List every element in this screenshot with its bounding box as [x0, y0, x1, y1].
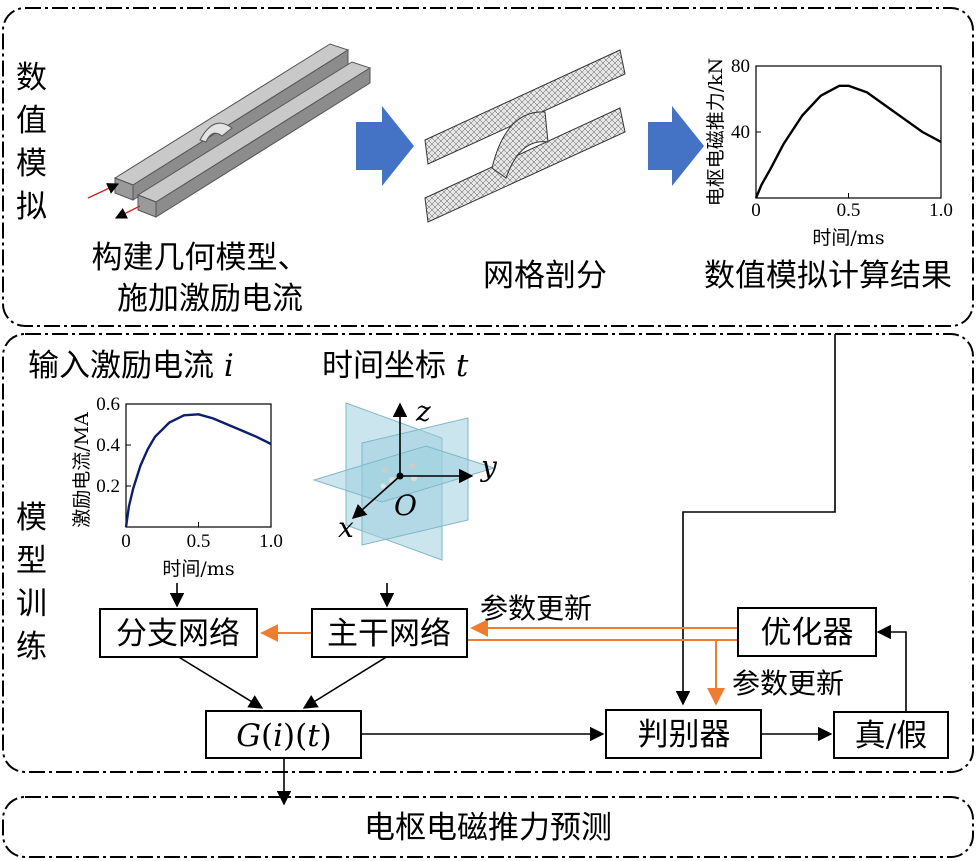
- x-axis-label: 时间/ms: [812, 227, 884, 249]
- optimizer-box: [737, 607, 877, 657]
- x-tick-label: 0.5: [837, 200, 861, 221]
- real-fake-box: [833, 711, 949, 759]
- numerical-section-frame: [2, 7, 974, 327]
- x-tick-label: 0: [751, 200, 761, 221]
- series-line: [124, 413, 272, 528]
- real-fake-label: 真/假: [855, 718, 927, 754]
- branch-network-label: 分支网络: [116, 616, 240, 652]
- current-input-label: 输入激励电流 i: [28, 348, 234, 384]
- svg-text:值: 值: [16, 103, 47, 139]
- svg-text:数: 数: [16, 60, 47, 96]
- current-chart: 0 0.5 1.0 0.2 0.4 0.6 时间/ms 激励电流/MA: [71, 394, 283, 580]
- svg-text:型: 型: [16, 543, 47, 579]
- x-tick-label: 0.5: [187, 531, 211, 552]
- numerical-section-title: 数 值 模 拟: [16, 60, 47, 225]
- svg-text:输入激励电流 i: 输入激励电流 i: [28, 348, 234, 384]
- operator-label: G(i)(t): [236, 718, 332, 754]
- branch-network-box: [99, 608, 258, 658]
- trunk-network-box: [311, 608, 468, 658]
- x-tick-label: 1.0: [929, 200, 953, 221]
- arrow-branch-to-operator: [176, 655, 264, 709]
- operator-box: [205, 710, 362, 759]
- series-line: [754, 84, 942, 199]
- arrow-truth-to-optimizer: [876, 624, 907, 712]
- plot-frame: [125, 403, 272, 528]
- process-arrow-2: [648, 106, 704, 186]
- coordinate-planes-image: [312, 402, 496, 561]
- y-tick-label: 80: [731, 56, 750, 77]
- axis-y-label: y: [479, 450, 498, 483]
- axis-z-label: z: [415, 395, 431, 428]
- y-tick-label: 0.2: [96, 476, 120, 497]
- mesh-caption: 网格剖分: [483, 258, 607, 294]
- process-arrow-1: [356, 106, 414, 186]
- axis-x-label: x: [338, 511, 354, 544]
- svg-text:训: 训: [16, 586, 47, 622]
- y-axis-label: 激励电流/MA: [71, 412, 93, 528]
- x-tick-label: 0: [121, 531, 131, 552]
- svg-text:模: 模: [16, 146, 47, 182]
- x-axis-label: 时间/ms: [162, 558, 234, 580]
- geometry-caption-line1: 构建几何模型、: [92, 240, 309, 276]
- discriminator-label: 判别器: [638, 717, 731, 753]
- geometry-caption-line2: 施加激励电流: [117, 281, 303, 317]
- time-input-label: 时间坐标 t: [322, 348, 469, 384]
- output-section-frame: [2, 796, 974, 858]
- origin-label: O: [394, 489, 417, 522]
- y-tick-label: 0.4: [96, 435, 120, 456]
- training-section-title: 模 型 训 练: [16, 500, 47, 665]
- geometry-model-image: [87, 43, 372, 219]
- arrow-trunk-to-operator: [302, 655, 389, 709]
- update-label-top: 参数更新: [480, 592, 592, 625]
- training-section-frame: [2, 333, 974, 773]
- discriminator-box: [605, 709, 762, 759]
- x-tick-label: 1.0: [259, 531, 283, 552]
- y-tick-label: 40: [731, 122, 750, 143]
- svg-text:时间坐标 t: 时间坐标 t: [322, 348, 469, 384]
- svg-text:拟: 拟: [16, 189, 47, 225]
- y-tick-label: 0.6: [96, 394, 120, 415]
- update-label-right: 参数更新: [732, 667, 844, 700]
- svg-text:练: 练: [16, 629, 47, 665]
- optimizer-label: 优化器: [761, 615, 854, 651]
- force-chart: 0 0.5 1.0 40 80 时间/ms 电枢电磁推力/kN: [705, 56, 953, 249]
- arrow-result-to-discriminator: [675, 334, 836, 706]
- y-axis-label: 电枢电磁推力/kN: [705, 58, 727, 207]
- result-caption: 数值模拟计算结果: [704, 258, 952, 294]
- output-section-title: 电枢电磁推力预测: [364, 810, 612, 846]
- mesh-model-image: [424, 49, 626, 223]
- trunk-network-label: 主干网络: [327, 616, 451, 652]
- svg-text:模: 模: [16, 500, 47, 536]
